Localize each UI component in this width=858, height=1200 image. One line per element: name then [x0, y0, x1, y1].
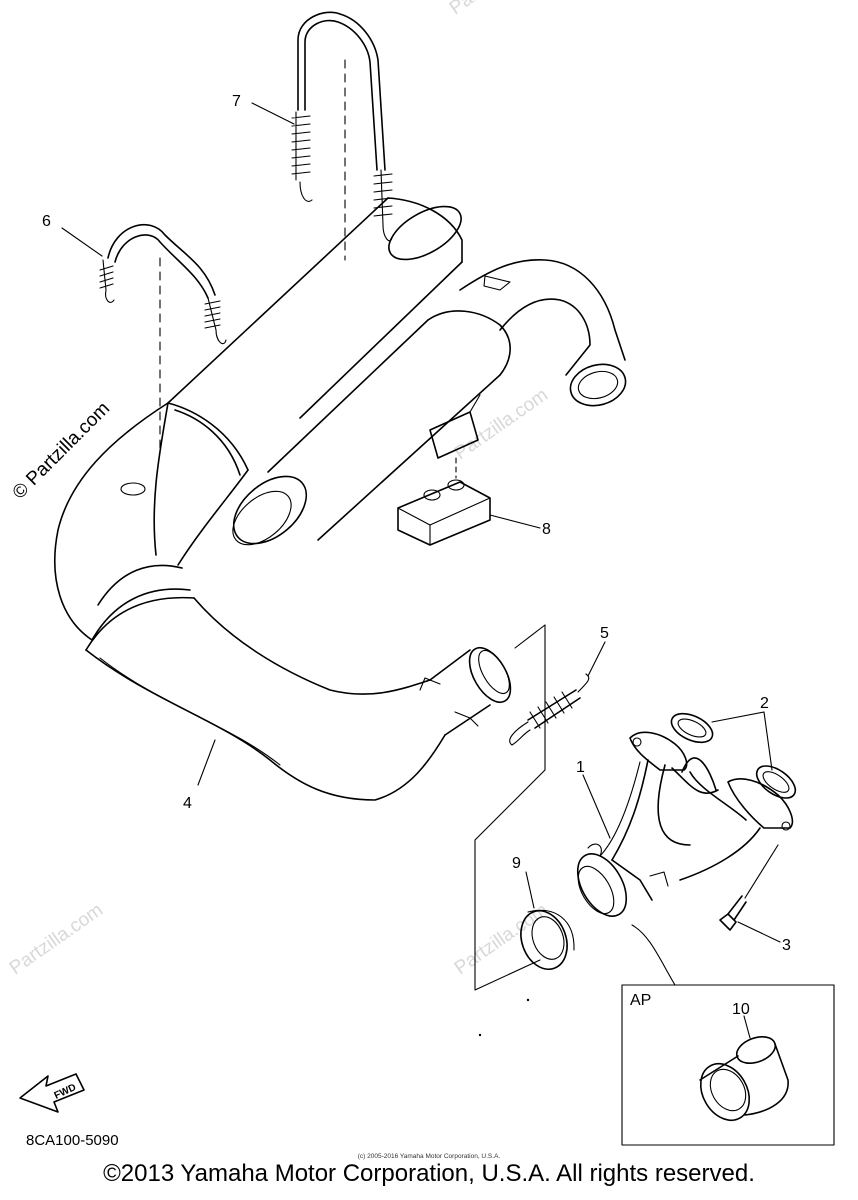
part-10-joint: 10 [699, 1001, 789, 1122]
watermark-faint: Partzilla.com [446, 0, 547, 19]
part-5-spring: 5 [509, 625, 609, 746]
part-6-spring: 6 [42, 213, 227, 449]
part-1-exhaust-pipe: 1 [576, 731, 794, 917]
watermark-faint: Partzilla.com [451, 385, 552, 465]
inset-label: AP [630, 992, 651, 1009]
callout-2: 2 [760, 695, 769, 712]
watermark-main: © Partzilla.com [9, 398, 114, 503]
callout-7: 7 [232, 93, 241, 110]
callout-8: 8 [542, 521, 551, 538]
callout-4: 4 [183, 795, 192, 812]
fwd-label: FWD [53, 1082, 78, 1102]
part-7-spring: 7 [232, 11, 393, 261]
inset-ap: AP 10 [621, 984, 835, 1146]
part-3-bolt: 3 [719, 844, 791, 954]
copyright-notice: ©2013 Yamaha Motor Corporation, U.S.A. A… [103, 1160, 755, 1187]
arrow-left-icon: FWD [19, 1073, 85, 1113]
dot [478, 1033, 482, 1037]
callout-line [197, 739, 216, 786]
callout-1: 1 [576, 759, 585, 776]
inset-leader [631, 924, 676, 986]
callout-9: 9 [512, 855, 521, 872]
part-8-damper: 8 [397, 457, 551, 546]
group-bracket [474, 624, 546, 991]
diagram-code: 8CA100-5090 [26, 1132, 119, 1149]
part-2-gaskets: 2 [670, 695, 797, 799]
callout-10: 10 [732, 1001, 750, 1018]
small-copyright: (c) 2005-2016 Yamaha Motor Corporation, … [357, 1153, 501, 1160]
part-9-gasket: 9 [512, 855, 575, 970]
callout-3: 3 [782, 937, 791, 954]
muffler-assembly [54, 197, 627, 801]
watermark-faint: Partzilla.com [6, 900, 107, 980]
callout-5: 5 [600, 625, 609, 642]
callout-6: 6 [42, 213, 51, 230]
dot [526, 998, 530, 1002]
